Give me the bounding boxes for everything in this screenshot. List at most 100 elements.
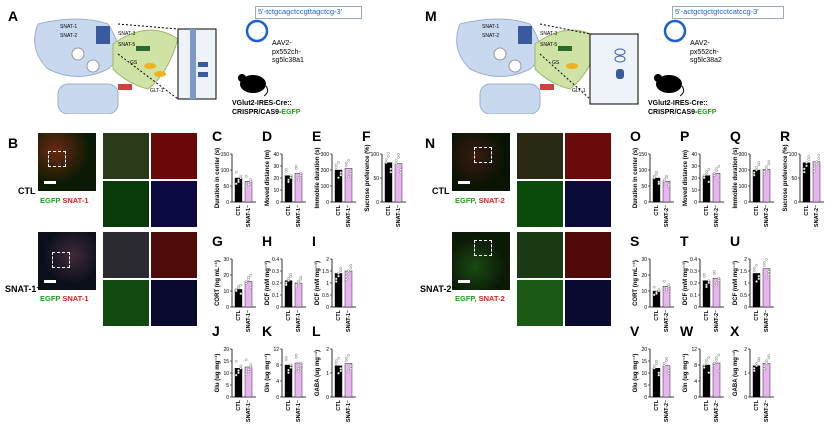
category-label: SNAT-2⁻ bbox=[714, 400, 720, 422]
data-point bbox=[249, 273, 253, 277]
synapse-schematic-right bbox=[456, 18, 639, 114]
data-point bbox=[712, 364, 716, 368]
schematic-label-snat3: SNAT-3 bbox=[540, 31, 558, 37]
data-point bbox=[244, 184, 248, 188]
zoom-box bbox=[48, 151, 66, 167]
y-tick-label: 4 bbox=[694, 379, 697, 385]
bar-ko bbox=[662, 286, 671, 308]
panel-label-k: K bbox=[262, 323, 273, 339]
data-point bbox=[712, 174, 716, 177]
y-tick-label: 2 bbox=[326, 257, 329, 263]
data-point bbox=[755, 280, 758, 283]
data-point bbox=[812, 166, 816, 170]
bar-ctl bbox=[334, 365, 343, 398]
stain-label-ko-left: EGFP SNAT-1 bbox=[40, 294, 89, 303]
y-tick-label: 100 bbox=[739, 184, 748, 190]
data-point bbox=[334, 277, 338, 281]
data-point bbox=[234, 373, 238, 377]
data-point bbox=[757, 163, 761, 167]
y-tick-label: 12 bbox=[691, 347, 697, 353]
category-label: CTL bbox=[336, 309, 342, 320]
category-label: SNAT-1⁻ bbox=[246, 205, 252, 227]
y-tick-label: 0.4 bbox=[272, 257, 279, 263]
data-point bbox=[762, 261, 766, 264]
panel-label-x: X bbox=[730, 323, 740, 339]
data-point bbox=[652, 293, 656, 297]
panel-label-q: Q bbox=[730, 128, 741, 144]
data-point bbox=[752, 266, 756, 270]
sequence-box-left bbox=[255, 6, 362, 19]
category-label: CTL bbox=[654, 204, 660, 215]
bar-ko bbox=[712, 278, 721, 308]
y-tick-label: 20 bbox=[691, 176, 697, 182]
y-tick-label: 300 bbox=[321, 152, 330, 158]
data-point bbox=[757, 357, 761, 360]
data-point bbox=[237, 371, 240, 375]
data-point bbox=[389, 170, 393, 174]
data-point bbox=[765, 258, 768, 261]
data-point bbox=[347, 159, 350, 162]
data-point bbox=[717, 276, 721, 280]
data-point bbox=[247, 183, 250, 186]
y-tick-label: 0 bbox=[794, 200, 797, 206]
data-point bbox=[284, 170, 288, 173]
data-point bbox=[665, 359, 668, 363]
category-label: CTL bbox=[236, 309, 242, 320]
panel-label-r: R bbox=[780, 128, 791, 144]
y-axis-label: Moved distance (m) bbox=[265, 150, 271, 206]
data-point bbox=[765, 165, 768, 168]
category-label: CTL bbox=[236, 399, 242, 410]
mouse-strain-left: VGlut2-IRES-Cre:: CRISPR/CAS9-EGFP bbox=[232, 100, 301, 116]
data-point bbox=[767, 160, 771, 163]
data-point bbox=[287, 178, 290, 182]
data-point bbox=[237, 286, 240, 290]
data-point bbox=[707, 281, 711, 285]
data-point bbox=[287, 279, 290, 282]
y-tick-label: 10 bbox=[641, 289, 647, 295]
data-point bbox=[387, 151, 390, 155]
y-tick-label: 20 bbox=[641, 347, 647, 353]
data-point bbox=[299, 277, 303, 281]
bar-ctl bbox=[752, 273, 761, 308]
category-label: CTL bbox=[386, 204, 392, 215]
data-point bbox=[284, 283, 288, 287]
category-label: SNAT-1⁻ bbox=[346, 310, 352, 332]
bar-ctl bbox=[652, 368, 661, 398]
data-point bbox=[347, 354, 350, 357]
stain-label-ctl-right: EGFP, SNAT-2 bbox=[455, 196, 505, 205]
y-axis-label: Sucrose preference (%) bbox=[365, 144, 371, 211]
y-axis-label: Duration in center (s) bbox=[633, 148, 639, 208]
category-label: CTL bbox=[704, 399, 710, 410]
data-point bbox=[299, 364, 303, 368]
panel-label-a: A bbox=[8, 8, 19, 24]
y-tick-label: 1 bbox=[326, 281, 329, 287]
data-point bbox=[334, 166, 338, 169]
data-point bbox=[755, 168, 758, 172]
data-point bbox=[702, 275, 706, 278]
data-point bbox=[765, 359, 768, 363]
aav-construct-left: AAV2-px552ch-sg5lc38a1 bbox=[272, 40, 304, 64]
data-point bbox=[707, 279, 711, 282]
y-tick-label: 2 bbox=[744, 347, 747, 353]
y-tick-label: 100 bbox=[371, 152, 380, 158]
micrograph-ctl-merge-zoom bbox=[103, 133, 149, 179]
data-point bbox=[767, 273, 771, 277]
bar-ko bbox=[762, 268, 771, 308]
mouse-icon bbox=[238, 74, 269, 97]
stain-label-ko-right: EGFP, SNAT-2 bbox=[455, 294, 505, 303]
data-point bbox=[244, 282, 248, 285]
data-point bbox=[802, 167, 806, 171]
data-point bbox=[652, 366, 656, 370]
data-point bbox=[334, 362, 338, 365]
y-axis-label: Moved distance (m) bbox=[683, 150, 689, 206]
data-point bbox=[399, 171, 403, 175]
y-tick-label: 0.5 bbox=[740, 293, 747, 299]
data-point bbox=[715, 356, 718, 359]
data-point bbox=[339, 173, 343, 177]
schematic-label-gs: GS bbox=[552, 60, 560, 66]
panel-label-h: H bbox=[262, 233, 273, 249]
mouse-strain-right: VGlut2-IRES-Cre:: CRISPR/CAS9-EGFP bbox=[648, 100, 717, 116]
data-point bbox=[284, 358, 288, 362]
scale-bar bbox=[44, 280, 56, 283]
data-point bbox=[294, 353, 298, 357]
